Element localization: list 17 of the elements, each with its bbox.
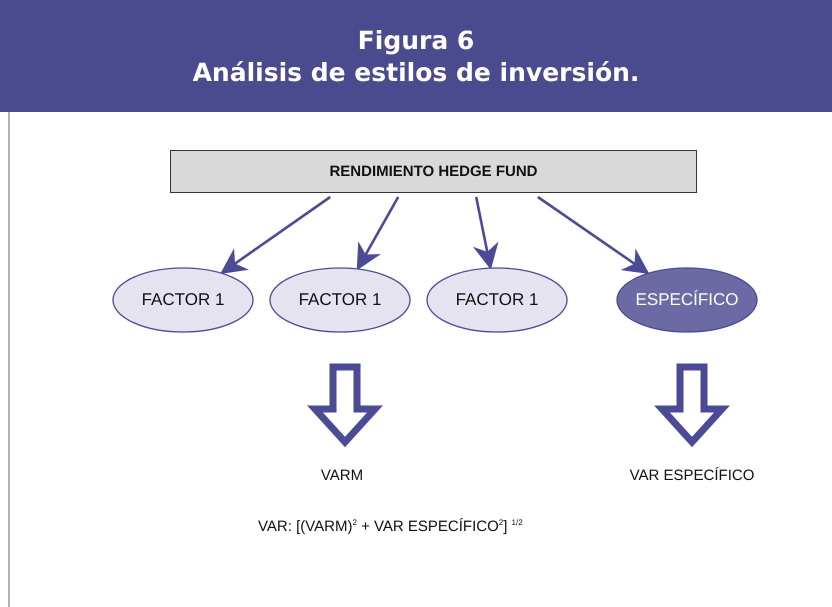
figure-number: Figura 6 bbox=[356, 26, 476, 55]
node-label: FACTOR 1 bbox=[142, 290, 224, 310]
arrow bbox=[537, 196, 650, 274]
node-label: FACTOR 1 bbox=[456, 290, 538, 310]
block-arrow bbox=[307, 364, 383, 448]
box-title: RENDIMIENTO HEDGE FUND bbox=[329, 163, 538, 180]
formula: VAR: [(VARM)$^{2}$ + VAR ESPECÍFICO$^{2}$] $^{1/2}$ bbox=[258, 518, 523, 535]
arrow bbox=[472, 196, 498, 270]
arrow bbox=[220, 196, 331, 274]
block-arrow bbox=[654, 364, 730, 448]
process-box bbox=[170, 150, 697, 193]
arrow bbox=[356, 196, 400, 270]
title: Análisis de estilos de inversión. bbox=[192, 58, 640, 87]
node-label: ESPECÍFICO bbox=[636, 290, 738, 310]
result-label: VAR ESPECÍFICO bbox=[630, 466, 754, 484]
node-label: FACTOR 1 bbox=[298, 290, 382, 310]
result-label: VARM bbox=[320, 466, 364, 484]
